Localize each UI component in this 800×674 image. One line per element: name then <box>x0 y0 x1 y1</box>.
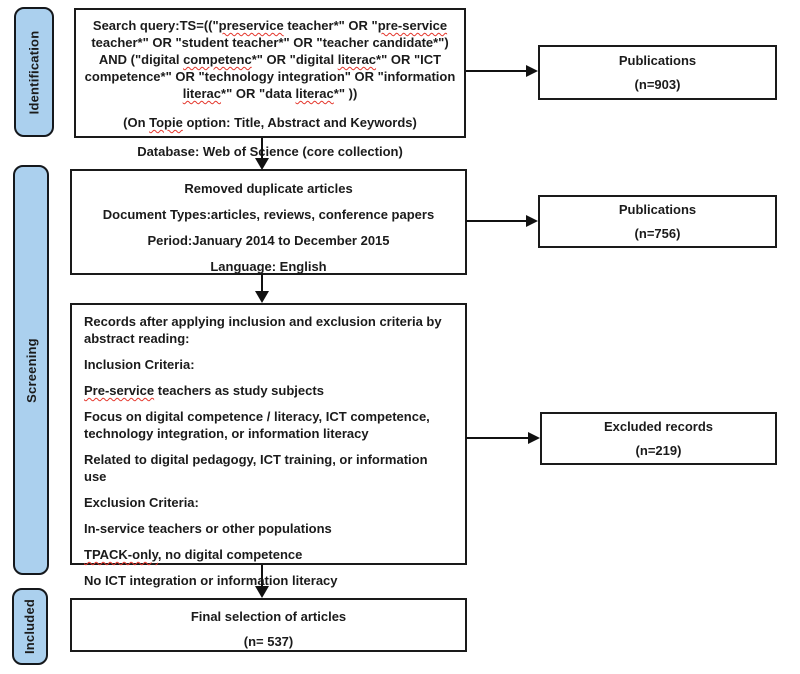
text-paragraph: Focus on digital competence / literacy, … <box>84 408 453 442</box>
excluded-records-title: Excluded records <box>603 419 714 434</box>
excluded-records-box: Excluded records (n=219) <box>540 412 777 465</box>
text-paragraph: Search query:TS=(("preservice teacher*" … <box>84 17 456 102</box>
publications-903-title: Publications <box>618 53 697 68</box>
text-segment: (n= 537) <box>243 634 294 649</box>
text-segment: Final selection of articles <box>190 609 347 624</box>
misspelled-word: literac <box>182 86 222 101</box>
text-segment: teachers as study subjects <box>154 383 324 398</box>
text-segment: *" OR "data <box>221 86 296 101</box>
text-paragraph: (n= 537) <box>80 633 457 650</box>
stage-label-included: Included <box>12 588 48 665</box>
publications-756-count: (n=756) <box>634 226 681 241</box>
text-paragraph: Pre-service teachers as study subjects <box>84 382 453 399</box>
excluded-records-count: (n=219) <box>635 443 682 458</box>
text-segment: option: Title, Abstract and Keywords) <box>182 115 417 130</box>
text-paragraph: Records after applying inclusion and exc… <box>84 313 453 347</box>
text-segment: , no digital competence <box>157 547 303 562</box>
arrow-head-right-icon <box>526 215 538 227</box>
misspelled-word: literac <box>295 86 334 101</box>
arrow-line <box>466 220 527 222</box>
stage-label-screening-text: Screening <box>23 337 39 403</box>
arrow-head-down-icon <box>255 158 269 170</box>
text-segment: Period:January 2014 to December 2015 <box>147 233 390 248</box>
text-paragraph: No ICT integration or information litera… <box>84 572 453 589</box>
text-paragraph: Inclusion Criteria: <box>84 356 453 373</box>
text-segment: Related to digital pedagogy, ICT trainin… <box>84 452 428 484</box>
inclusion-exclusion-criteria-box: Records after applying inclusion and exc… <box>70 303 467 588</box>
stage-label-identification-text: Identification <box>26 30 42 114</box>
text-paragraph: In-service teachers or other populations <box>84 520 453 537</box>
text-paragraph: Removed duplicate articles <box>80 180 457 197</box>
text-paragraph: Database: Web of Science (core collectio… <box>84 143 456 160</box>
search-query-box: Search query:TS=(("preservice teacher*" … <box>74 8 466 159</box>
misspelled-word: literac <box>337 52 377 67</box>
arrow-line <box>466 437 529 439</box>
text-segment: (On <box>123 115 150 130</box>
text-paragraph: Language: English <box>80 258 457 275</box>
arrow-line <box>261 138 263 159</box>
text-segment: Focus on digital competence / literacy, … <box>84 409 430 441</box>
text-segment: teacher*" OR " <box>283 18 378 33</box>
misspelled-word: pre-service <box>377 18 448 33</box>
arrow-line <box>466 70 527 72</box>
arrow-head-right-icon <box>526 65 538 77</box>
text-paragraph: TPACK-only, no digital competence <box>84 546 453 563</box>
stage-label-screening: Screening <box>13 165 49 575</box>
publications-756-title: Publications <box>618 202 697 217</box>
arrow-line <box>261 274 263 292</box>
text-segment: *" OR "digital <box>251 52 338 67</box>
text-segment: Document Types:articles, reviews, confer… <box>102 207 435 222</box>
text-segment: Records after applying inclusion and exc… <box>84 314 442 346</box>
text-paragraph: Related to digital pedagogy, ICT trainin… <box>84 451 453 485</box>
text-segment: No ICT integration or information litera… <box>84 573 338 588</box>
text-paragraph: Period:January 2014 to December 2015 <box>80 232 457 249</box>
text-segment: Search query:TS=((" <box>92 18 219 33</box>
text-segment: *" OR "ICT competence*" OR "technology i… <box>84 52 456 84</box>
arrow-line <box>261 565 263 587</box>
text-paragraph: Document Types:articles, reviews, confer… <box>80 206 457 223</box>
final-selection-box: Final selection of articles (n= 537) <box>70 598 467 652</box>
text-segment: teacher*" OR "student teacher*" OR "teac… <box>91 35 449 67</box>
stage-label-identification: Identification <box>14 7 54 137</box>
publications-903-count: (n=903) <box>634 77 681 92</box>
text-segment: Removed duplicate articles <box>184 181 353 196</box>
text-segment: Inclusion Criteria: <box>84 357 195 372</box>
arrow-head-down-icon <box>255 291 269 303</box>
misspelled-word: Topie <box>149 115 183 130</box>
text-segment: Language: English <box>210 259 327 274</box>
misspelled-word: preservice <box>218 18 284 33</box>
arrow-head-down-icon <box>255 586 269 598</box>
stage-label-included-text: Included <box>22 598 38 655</box>
text-paragraph: (On Topie option: Title, Abstract and Ke… <box>84 114 456 131</box>
text-paragraph: Final selection of articles <box>80 608 457 625</box>
misspelled-word: TPACK-only <box>84 547 158 562</box>
text-segment: *" )) <box>333 86 358 101</box>
text-segment: In-service teachers or other populations <box>84 521 332 536</box>
text-segment: Database: Web of Science (core collectio… <box>137 144 403 159</box>
misspelled-word: competenc <box>183 52 252 67</box>
publications-903-box: Publications (n=903) <box>538 45 777 100</box>
arrow-head-right-icon <box>528 432 540 444</box>
misspelled-word: Pre-service <box>84 383 155 398</box>
text-paragraph: Exclusion Criteria: <box>84 494 453 511</box>
text-segment: Exclusion Criteria: <box>84 495 199 510</box>
publications-756-box: Publications (n=756) <box>538 195 777 248</box>
